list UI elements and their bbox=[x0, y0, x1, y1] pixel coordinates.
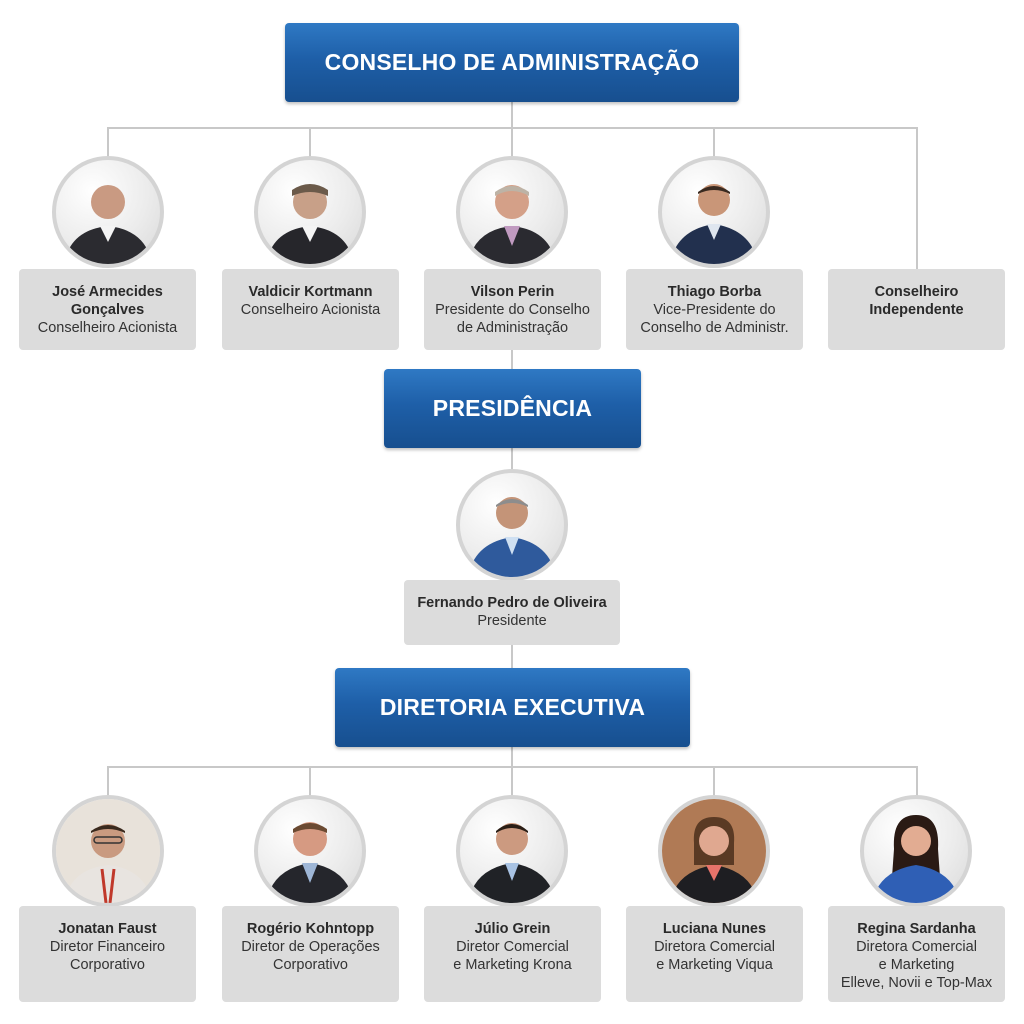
connector-board-drop-5 bbox=[916, 127, 918, 269]
board-member-photo bbox=[658, 156, 770, 268]
executive-card: Luciana Nunes Diretora Comercial e Marke… bbox=[626, 906, 803, 1002]
connector-exec-trunk bbox=[511, 747, 513, 767]
connector-board-drop-1 bbox=[107, 127, 109, 157]
member-role: Presidente do Conselho de Administração bbox=[424, 301, 601, 337]
executive-role: Diretor Financeiro Corporativo bbox=[19, 938, 196, 974]
board-member-card: José Armecides Gonçalves Conselheiro Aci… bbox=[19, 269, 196, 350]
connector-exec-drop-1 bbox=[107, 766, 109, 796]
executive-role: Diretor de Operações Corporativo bbox=[222, 938, 399, 974]
connector-board-drop-4 bbox=[713, 127, 715, 157]
connector-to-executive bbox=[511, 645, 513, 669]
executive-name: Regina Sardanha bbox=[828, 920, 1005, 938]
executive-photo bbox=[658, 795, 770, 907]
executive-name: Júlio Grein bbox=[424, 920, 601, 938]
board-member-card: Vilson Perin Presidente do Conselho de A… bbox=[424, 269, 601, 350]
executive-photo bbox=[52, 795, 164, 907]
executive-role: Diretora Comercial e Marketing Elleve, N… bbox=[828, 938, 1005, 992]
executive-header: DIRETORIA EXECUTIVA bbox=[335, 668, 690, 747]
member-role: Vice-Presidente do Conselho de Administr… bbox=[626, 301, 803, 337]
member-role: Conselheiro Acionista bbox=[19, 319, 196, 337]
member-name: Valdicir Kortmann bbox=[222, 283, 399, 301]
president-photo bbox=[456, 469, 568, 581]
board-member-card: Conselheiro Independente bbox=[828, 269, 1005, 350]
connector-exec-drop-3 bbox=[511, 766, 513, 796]
executive-card: Regina Sardanha Diretora Comercial e Mar… bbox=[828, 906, 1005, 1002]
connector-to-presidency bbox=[511, 350, 513, 370]
executive-card: Júlio Grein Diretor Comercial e Marketin… bbox=[424, 906, 601, 1002]
board-member-card: Thiago Borba Vice-Presidente do Conselho… bbox=[626, 269, 803, 350]
connector-exec-drop-5 bbox=[916, 766, 918, 796]
member-name: Vilson Perin bbox=[424, 283, 601, 301]
executive-photo bbox=[456, 795, 568, 907]
executive-card: Rogério Kohntopp Diretor de Operações Co… bbox=[222, 906, 399, 1002]
executive-role: Diretor Comercial e Marketing Krona bbox=[424, 938, 601, 974]
member-name: José Armecides Gonçalves bbox=[19, 283, 196, 319]
board-header: CONSELHO DE ADMINISTRAÇÃO bbox=[285, 23, 739, 102]
connector-exec-drop-4 bbox=[713, 766, 715, 796]
president-name: Fernando Pedro de Oliveira bbox=[404, 594, 620, 612]
executive-photo bbox=[254, 795, 366, 907]
board-member-photo bbox=[254, 156, 366, 268]
member-role: Conselheiro Acionista bbox=[222, 301, 399, 319]
connector-exec-drop-2 bbox=[309, 766, 311, 796]
presidency-header: PRESIDÊNCIA bbox=[384, 369, 641, 448]
executive-card: Jonatan Faust Diretor Financeiro Corpora… bbox=[19, 906, 196, 1002]
executive-name: Rogério Kohntopp bbox=[222, 920, 399, 938]
member-name: Thiago Borba bbox=[626, 283, 803, 301]
president-role: Presidente bbox=[404, 612, 620, 630]
connector-board-drop-2 bbox=[309, 127, 311, 157]
connector-board-drop-3 bbox=[511, 127, 513, 157]
connector-to-president bbox=[511, 448, 513, 470]
board-member-photo bbox=[52, 156, 164, 268]
executive-name: Jonatan Faust bbox=[19, 920, 196, 938]
executive-name: Luciana Nunes bbox=[626, 920, 803, 938]
president-card: Fernando Pedro de Oliveira Presidente bbox=[404, 580, 620, 645]
executive-photo bbox=[860, 795, 972, 907]
executive-role: Diretora Comercial e Marketing Viqua bbox=[626, 938, 803, 974]
board-member-photo bbox=[456, 156, 568, 268]
board-member-card: Valdicir Kortmann Conselheiro Acionista bbox=[222, 269, 399, 350]
member-name: Conselheiro Independente bbox=[828, 283, 1005, 319]
connector-board-trunk bbox=[511, 102, 513, 128]
